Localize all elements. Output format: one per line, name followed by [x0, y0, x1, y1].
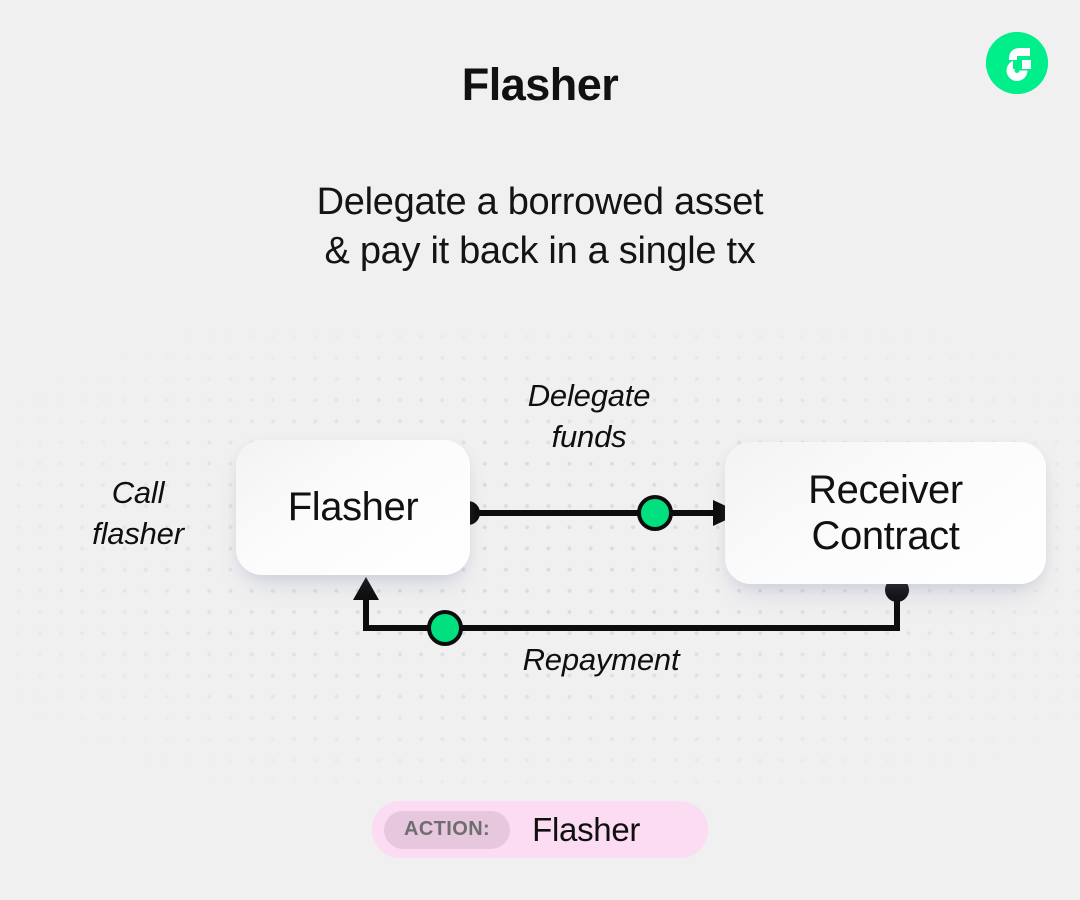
edge-label-delegate-funds: Delegate funds — [527, 378, 651, 454]
delegate-funds-token-dot — [637, 495, 673, 531]
page-title: Flasher — [461, 59, 619, 110]
action-badge-value: Flasher — [532, 810, 641, 848]
node-receiver-contract-label: Receiver Contract — [808, 467, 963, 558]
edge-label-repayment: Repayment — [522, 642, 680, 677]
page-subtitle: Delegate a borrowed asset & pay it back … — [316, 181, 764, 272]
repayment-wire — [363, 591, 900, 631]
action-badge: ACTION: Flasher — [372, 801, 708, 858]
flow-logo-icon — [986, 32, 1048, 94]
action-badge-key: ACTION: — [384, 810, 511, 849]
edge-label-call-flasher: Call flasher — [92, 475, 184, 551]
node-flasher[interactable]: Flasher — [236, 440, 470, 575]
repayment-source-dot — [885, 578, 909, 602]
node-receiver-contract[interactable]: Receiver Contract — [725, 442, 1046, 584]
repayment-arrowhead — [353, 577, 379, 600]
repayment-token-dot — [427, 610, 463, 646]
node-flasher-label: Flasher — [287, 485, 419, 530]
